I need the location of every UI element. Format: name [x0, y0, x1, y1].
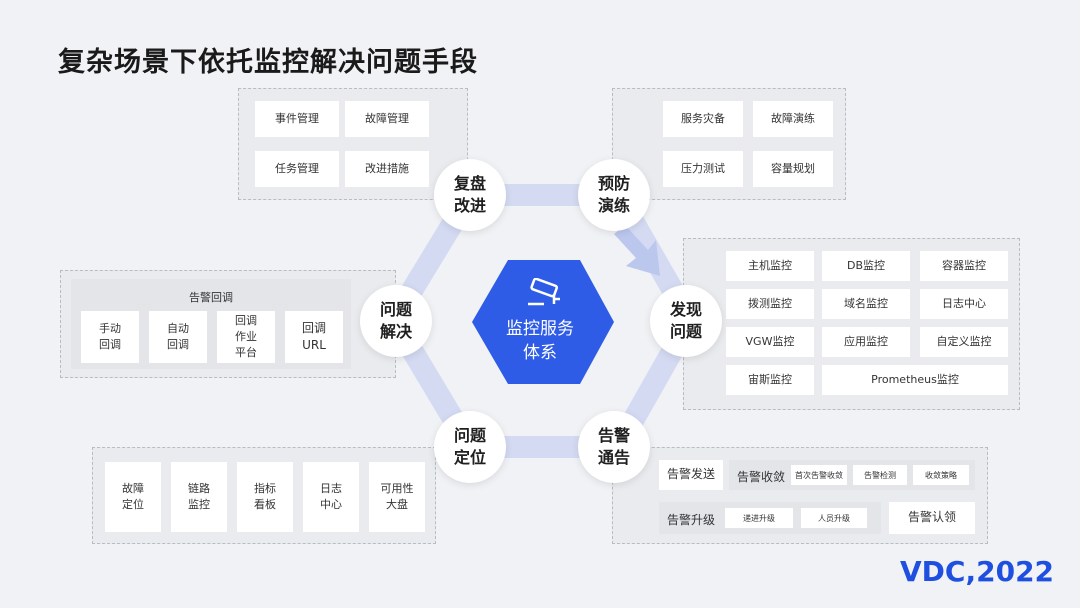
monitor-item: Prometheus监控	[822, 365, 1008, 395]
locate-item: 可用性 大盘	[369, 462, 425, 532]
locate-item: 故障 定位	[105, 462, 161, 532]
alert-panel: 告警发送 告警收敛 首次告警收敛 告警检测 收敛策略 告警升级 递进升级 人员升…	[612, 447, 988, 544]
upgrade-item: 递进升级	[725, 508, 793, 528]
alert-upgrade: 告警升级	[666, 513, 715, 527]
flow-arrow	[614, 225, 660, 276]
camera-icon	[528, 278, 560, 306]
callback-header: 告警回调	[189, 291, 233, 304]
callback-item: 自动 回调	[149, 311, 207, 363]
review-item: 改进措施	[345, 151, 429, 187]
node-alert: 告警 通告	[578, 411, 650, 483]
alert-send: 告警发送	[659, 460, 723, 490]
drill-item: 容量规划	[753, 151, 833, 187]
monitor-item: 日志中心	[920, 289, 1008, 319]
locate-item: 链路 监控	[171, 462, 227, 532]
node-discover: 发现 问题	[650, 285, 722, 357]
center-hexagon	[472, 260, 614, 384]
alert-claim: 告警认领	[889, 502, 975, 534]
monitor-item: 拨测监控	[726, 289, 814, 319]
monitor-item: VGW监控	[726, 327, 814, 357]
drill-item: 服务灾备	[663, 101, 743, 137]
vdc-logo: VDC,2022	[900, 555, 1055, 588]
node-review: 复盘 改进	[434, 159, 506, 231]
callback-item: 回调 URL	[285, 311, 343, 363]
node-solve: 问题 解决	[360, 285, 432, 357]
upgrade-item: 人员升级	[801, 508, 867, 528]
review-item: 任务管理	[255, 151, 339, 187]
review-item: 故障管理	[345, 101, 429, 137]
locate-item: 指标 看板	[237, 462, 293, 532]
monitor-item: 应用监控	[822, 327, 910, 357]
discover-panel: 主机监控 DB监控 容器监控 拨测监控 域名监控 日志中心 VGW监控 应用监控…	[683, 238, 1020, 410]
monitor-item: 主机监控	[726, 251, 814, 281]
drill-panel: 服务灾备 故障演练 压力测试 容量规划	[612, 88, 846, 200]
locate-item: 日志 中心	[303, 462, 359, 532]
monitor-item: 域名监控	[822, 289, 910, 319]
monitor-item: 自定义监控	[920, 327, 1008, 357]
locate-panel: 故障 定位 链路 监控 指标 看板 日志 中心 可用性 大盘	[92, 447, 436, 544]
monitor-item: DB监控	[822, 251, 910, 281]
callback-item: 回调 作业 平台	[217, 311, 275, 363]
page-title: 复杂场景下依托监控解决问题手段	[58, 47, 478, 78]
converge-item: 首次告警收敛	[791, 465, 847, 485]
alert-converge: 告警收敛	[736, 470, 785, 484]
converge-item: 告警检测	[853, 465, 907, 485]
center-label: 监控服务 体系	[506, 319, 574, 363]
callback-item: 手动 回调	[81, 311, 139, 363]
node-locate: 问题 定位	[434, 411, 506, 483]
node-drill: 预防 演练	[578, 159, 650, 231]
solve-panel: 告警回调 手动 回调 自动 回调 回调 作业 平台 回调 URL	[60, 270, 396, 378]
monitor-item: 宙斯监控	[726, 365, 814, 395]
drill-item: 故障演练	[753, 101, 833, 137]
converge-item: 收敛策略	[913, 465, 969, 485]
review-item: 事件管理	[255, 101, 339, 137]
monitor-item: 容器监控	[920, 251, 1008, 281]
review-panel: 事件管理 故障管理 任务管理 改进措施	[238, 88, 468, 200]
drill-item: 压力测试	[663, 151, 743, 187]
